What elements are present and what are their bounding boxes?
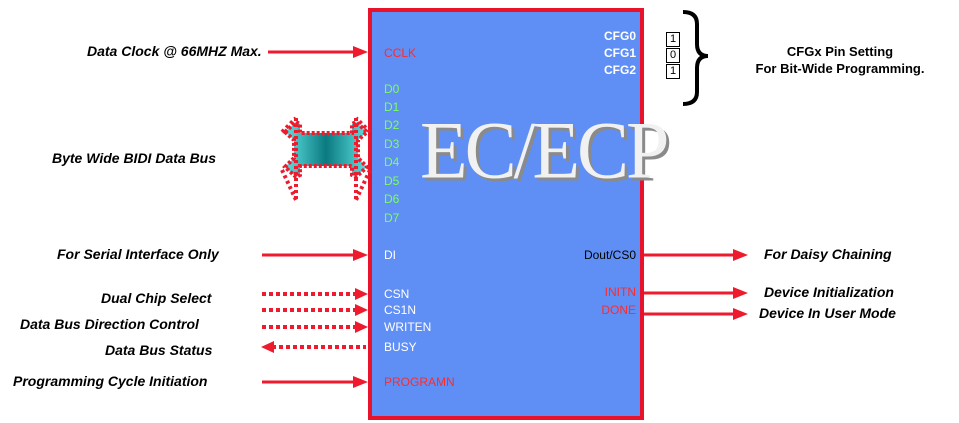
- cfg1-value: 0: [666, 48, 680, 63]
- pin-cfg2: CFG2: [590, 63, 636, 77]
- pin-d7: D7: [384, 211, 399, 225]
- pin-done: DONE: [566, 303, 636, 317]
- label-user-mode: Device In User Mode: [759, 305, 896, 321]
- pin-d2: D2: [384, 118, 399, 132]
- pin-cfg1: CFG1: [590, 46, 636, 60]
- cfg2-value: 1: [666, 64, 680, 79]
- pin-d4: D4: [384, 155, 399, 169]
- pin-di: DI: [384, 248, 396, 262]
- pin-d6: D6: [384, 192, 399, 206]
- label-data-clock: Data Clock @ 66MHZ Max.: [87, 43, 262, 59]
- pin-d1: D1: [384, 100, 399, 114]
- label-init: Device Initialization: [764, 284, 894, 300]
- pin-cclk: CCLK: [384, 46, 416, 60]
- busy-arrow: [261, 341, 366, 353]
- pin-d0: D0: [384, 82, 399, 96]
- cfg-note-line1: CFGx Pin Setting: [725, 43, 955, 60]
- label-program: Programming Cycle Initiation: [13, 373, 207, 389]
- di-arrow: [262, 249, 368, 261]
- done-arrow: [644, 308, 748, 320]
- pin-writen: WRITEN: [384, 320, 431, 334]
- label-daisy: For Daisy Chaining: [764, 246, 892, 262]
- cfg-brace: [683, 12, 708, 104]
- pin-dout: Dout/CS0: [566, 248, 636, 262]
- programn-arrow: [262, 376, 368, 388]
- pin-busy: BUSY: [384, 340, 417, 354]
- pin-programn: PROGRAMN: [384, 375, 455, 389]
- cs1n-arrow: [262, 304, 368, 316]
- cfg-note: CFGx Pin Setting For Bit-Wide Programmin…: [725, 43, 955, 77]
- data-bus-arrow: [282, 118, 370, 200]
- pin-initn: INITN: [566, 285, 636, 299]
- cfg0-value: 1: [666, 32, 680, 47]
- label-direction: Data Bus Direction Control: [20, 316, 199, 332]
- label-byte-bus: Byte Wide BIDI Data Bus: [52, 150, 216, 166]
- pin-d3: D3: [384, 137, 399, 151]
- pin-d5: D5: [384, 174, 399, 188]
- cclk-arrow: [268, 46, 368, 58]
- label-dual-chip: Dual Chip Select: [101, 290, 211, 306]
- pin-cs1n: CS1N: [384, 303, 416, 317]
- pin-cfg0: CFG0: [590, 29, 636, 43]
- label-serial: For Serial Interface Only: [57, 246, 219, 262]
- initn-arrow: [644, 287, 748, 299]
- label-status: Data Bus Status: [105, 342, 212, 358]
- cfg-note-line2: For Bit-Wide Programming.: [725, 60, 955, 77]
- writen-arrow: [262, 321, 368, 333]
- csn-arrow: [262, 288, 368, 300]
- pin-csn: CSN: [384, 287, 409, 301]
- dout-arrow: [644, 249, 748, 261]
